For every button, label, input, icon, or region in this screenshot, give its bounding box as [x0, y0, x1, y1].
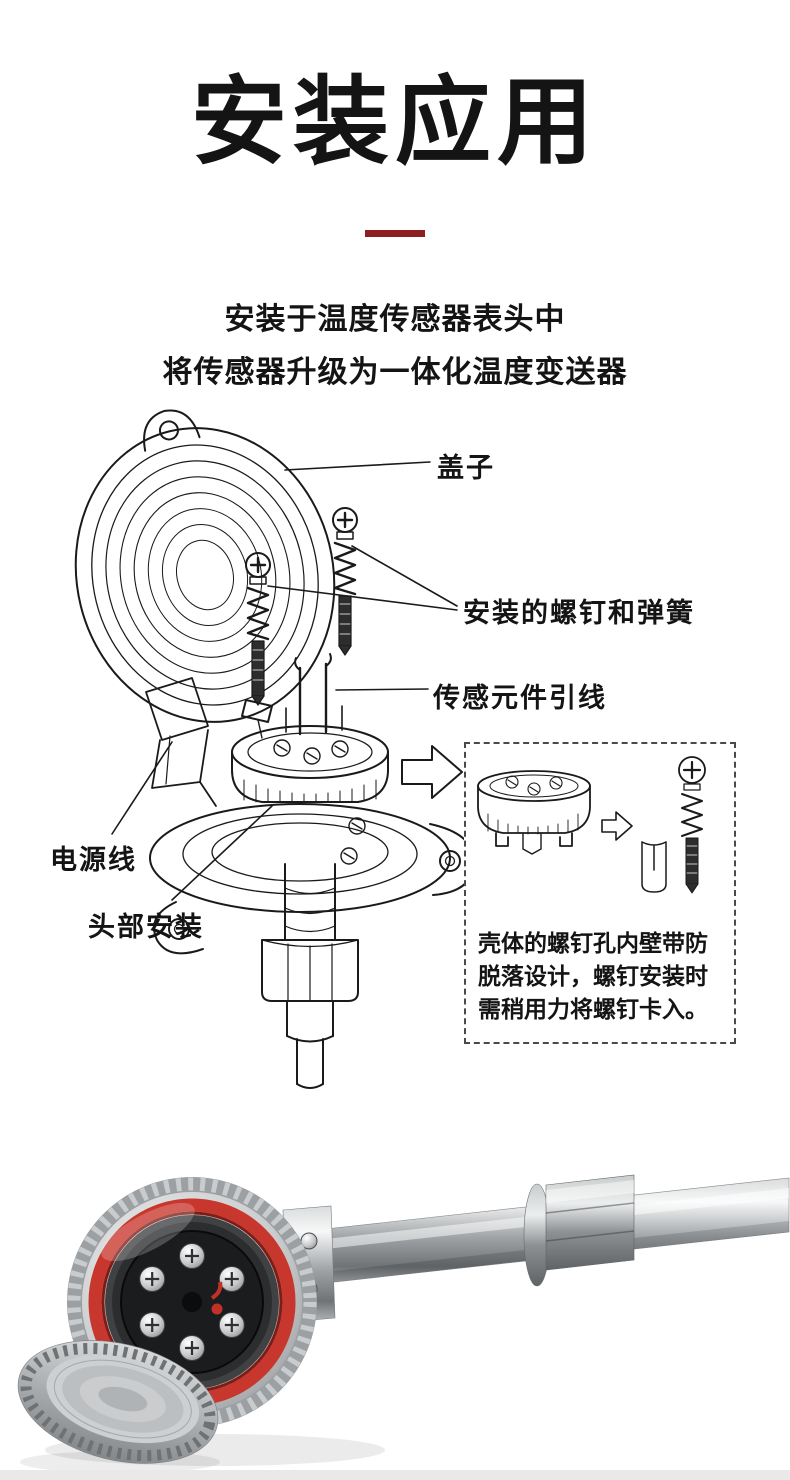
callout-label-screws-springs: 安装的螺钉和弹簧 [463, 598, 695, 628]
terminal-screws [139, 1243, 245, 1361]
detail-retainer-clip [641, 841, 667, 893]
mounting-screw-left [245, 552, 271, 706]
detail-box: 壳体的螺钉孔内壁带防脱落设计，螺钉安装时需稍用力将螺钉卡入。 [464, 742, 736, 1044]
title-divider [365, 230, 425, 237]
red-wire [210, 1281, 223, 1300]
subtitle-line-1: 安装于温度传感器表头中 [224, 303, 566, 336]
detail-illustration [477, 756, 706, 894]
detail-note: 壳体的螺钉孔内壁带防脱落设计，螺钉安装时需稍用力将螺钉卡入。 [478, 930, 708, 1022]
arrow-icon [601, 811, 633, 841]
transmitter-module [231, 653, 389, 803]
cover-cap [17, 1340, 219, 1464]
mounting-base [149, 803, 476, 955]
page-title: 安装应用 [191, 69, 599, 176]
detail-module-side [477, 770, 591, 855]
subtitle-line-2: 将传感器升级为一体化温度变送器 [162, 356, 628, 389]
neck-fitting [261, 863, 359, 1089]
detail-screw [678, 756, 706, 894]
product-photo [17, 1174, 790, 1473]
red-wire [211, 1303, 223, 1315]
hex-process-fitting [523, 1174, 635, 1287]
arrow-icon [401, 745, 463, 799]
mounting-screw-right [332, 507, 358, 656]
callout-lines [111, 461, 458, 901]
cover-lid [74, 409, 336, 723]
callout-label-power-cable: 电源线 [50, 845, 137, 875]
callout-label-head-mount: 头部安装 [88, 912, 204, 942]
bottom-strip [0, 1470, 790, 1480]
hinge [145, 677, 217, 807]
callout-label-sensor-leads: 传感元件引线 [433, 683, 607, 713]
exploded-view-diagram [74, 409, 476, 1089]
callout-label-cover: 盖子 [437, 453, 495, 483]
